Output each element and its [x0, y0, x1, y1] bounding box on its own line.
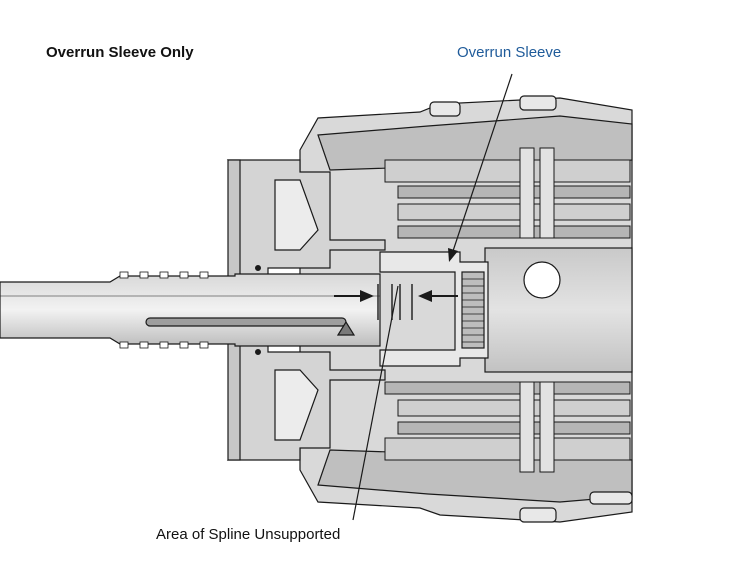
arrow-left-icon	[418, 290, 458, 302]
leader-line-overrun-sleeve	[451, 73, 513, 255]
drum-port-hole	[523, 261, 561, 299]
input-shaft	[0, 271, 381, 349]
overrun-sleeve	[379, 251, 489, 367]
oil-passage	[145, 317, 347, 327]
leader-arrowhead-overrun-sleeve	[448, 248, 458, 262]
spline-teeth	[461, 271, 485, 349]
unsupported-spline-markers	[377, 284, 413, 320]
callout-unsupported-area: Area of Spline Unsupported	[156, 526, 341, 543]
callout-overrun-sleeve: Overrun Sleeve	[457, 44, 562, 61]
leader-line-unsupported-area	[352, 285, 399, 521]
diagram-title: Overrun Sleeve Only	[46, 44, 194, 61]
arrow-right-icon	[334, 290, 374, 302]
inner-drum	[484, 247, 633, 373]
clutch-plates	[384, 147, 631, 473]
